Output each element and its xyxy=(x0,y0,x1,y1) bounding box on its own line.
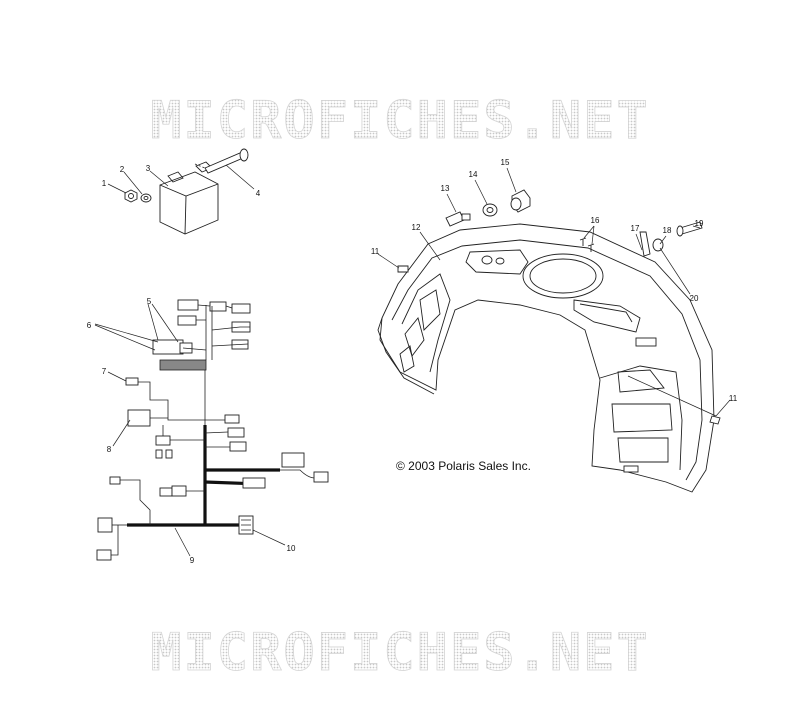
callout-14: 14 xyxy=(469,170,478,179)
callout-labels: 1 2 3 4 5 6 7 8 9 10 11 12 13 14 15 16 1… xyxy=(87,158,738,565)
callout-18: 18 xyxy=(663,226,672,235)
hood-panel xyxy=(377,223,715,493)
callout-4: 4 xyxy=(256,189,261,198)
callout-1: 1 xyxy=(102,179,107,188)
callout-3: 3 xyxy=(146,164,151,173)
callout-16: 16 xyxy=(591,216,600,225)
callout-11b: 11 xyxy=(729,394,738,403)
callout-6: 6 xyxy=(87,321,92,330)
callout-20: 20 xyxy=(690,294,699,303)
callout-7: 7 xyxy=(102,367,107,376)
callout-5: 5 xyxy=(147,297,152,306)
callout-2: 2 xyxy=(120,165,125,174)
callout-10: 10 xyxy=(287,544,296,553)
wiring-harness xyxy=(94,299,329,561)
copyright-text: © 2003 Polaris Sales Inc. xyxy=(396,459,531,473)
callout-13: 13 xyxy=(441,184,450,193)
callout-11a: 11 xyxy=(371,247,380,256)
callout-19: 19 xyxy=(695,219,704,228)
callout-12: 12 xyxy=(412,223,421,232)
cdi-box-assembly xyxy=(107,148,255,235)
hood-hardware xyxy=(377,167,731,425)
callout-17: 17 xyxy=(631,224,640,233)
callout-15: 15 xyxy=(501,158,510,167)
callout-8: 8 xyxy=(107,445,112,454)
callout-9: 9 xyxy=(190,556,195,565)
watermark-top: MICROFICHES.NET xyxy=(150,91,650,151)
watermark-bottom: MICROFICHES.NET xyxy=(150,623,650,683)
